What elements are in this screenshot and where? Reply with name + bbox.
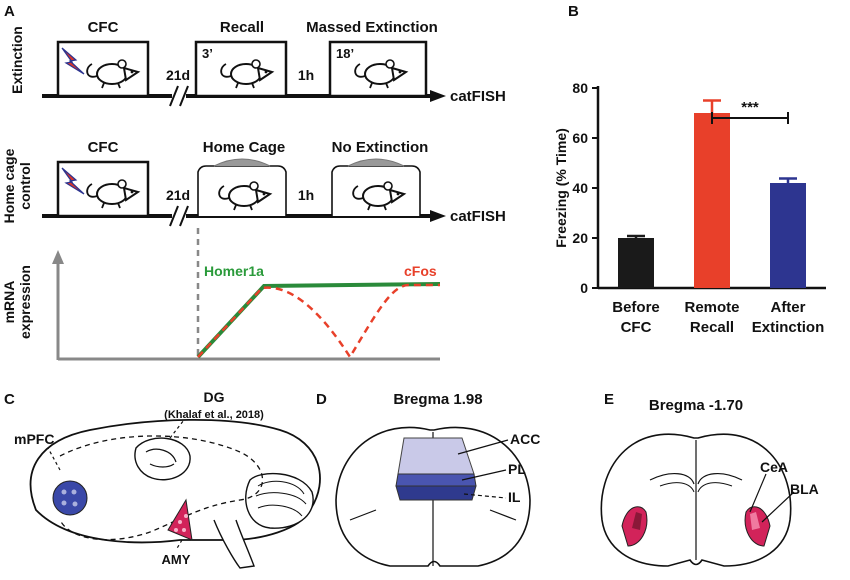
y-tick-label: 0 [580,280,588,296]
recall-label: Recall [220,19,264,36]
gap-label-2: 21d [166,187,190,203]
coronal-section-temporal [600,433,795,567]
recall-time: 3’ [202,46,213,61]
mrna-y-arrow [52,250,64,264]
x-tick-label: CFC [621,319,652,336]
cfc-label-1: CFC [88,19,119,36]
timeline-2-arrow [430,210,446,222]
break-mark-2a [169,205,179,227]
y-tick-label: 60 [572,130,588,146]
acc-label: ACC [510,431,540,447]
x-tick-label: After [770,299,805,316]
y-tick-label: 80 [572,80,588,96]
panel-label-e: E [604,391,614,408]
cfos-label: cFos [404,263,437,279]
interval-label-1: 1h [298,67,314,83]
break-mark-1a [169,85,179,107]
y-tick-label: 40 [572,180,588,196]
cfos-curve [197,283,440,360]
no-extinction-label: No Extinction [332,139,429,156]
mrna-label-2: expression [17,265,33,339]
homer1a-curve [196,282,441,359]
catfish-label-2: catFISH [450,208,506,225]
home-cage-label: Home Cage [203,139,286,156]
amy-label: AMY [162,552,191,567]
bregma-e-title: Bregma -1.70 [649,397,743,414]
cfc-label-2: CFC [88,139,119,156]
x-tick-label: Before [612,299,660,316]
y-tick-label: 20 [572,230,588,246]
row-label-control: control [17,162,33,209]
x-tick-label: Recall [690,319,734,336]
gap-label-1: 21d [166,67,190,83]
interval-label-2: 1h [298,187,314,203]
dg-citation: (Khalaf et al., 2018) [164,409,264,421]
coronal-section-frontal [335,426,531,567]
significance-stars: *** [741,99,759,116]
mrna-label-1: mRNA [1,281,17,324]
panel-label-b: B [568,3,579,20]
dg-label: DG [204,389,225,405]
x-tick-label: Extinction [752,319,825,336]
il-label: IL [508,489,521,505]
sagittal-brain [29,418,321,569]
panel-label-c: C [4,391,15,408]
cage-lid-2 [347,158,405,167]
x-tick-label: Remote [684,299,739,316]
bar-0 [618,238,654,288]
homer1a-label: Homer1a [204,263,264,279]
pl-label: PL [508,461,526,477]
catfish-label-1: catFISH [450,88,506,105]
panel-label-a: A [4,3,15,20]
bar-2 [770,183,806,288]
bar-1 [694,113,730,288]
bla-label: BLA [790,481,819,497]
row-label-extinction: Extinction [9,26,25,94]
cea-label: CeA [760,459,788,475]
bregma-d-title: Bregma 1.98 [393,391,482,408]
mpfc-label: mPFC [14,431,54,447]
cage-lid-1 [213,158,271,167]
panel-label-d: D [316,391,327,408]
massed-time: 18’ [336,46,354,61]
y-axis-label: Freezing (% Time) [553,128,569,248]
break-mark-1b [179,85,189,107]
recall-box [194,40,288,98]
massed-label: Massed Extinction [306,19,438,36]
break-mark-2b [179,205,189,227]
row-label-homecage: Home cage [1,148,17,223]
timeline-1-arrow [430,90,446,102]
